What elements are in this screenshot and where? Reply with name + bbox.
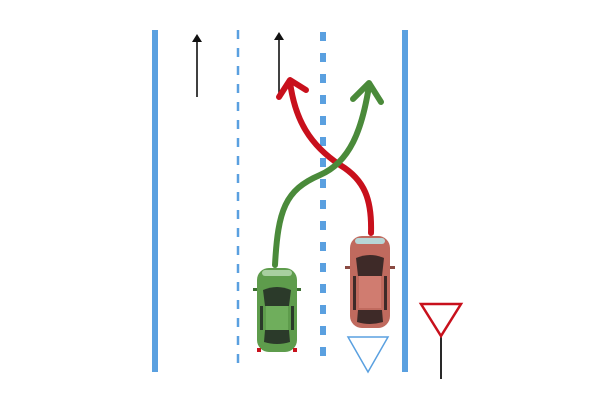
green-car-path-arrow	[272, 80, 384, 268]
yield-sign-icon	[418, 302, 464, 379]
green-car	[253, 268, 301, 352]
direction-arrow-icon	[274, 32, 284, 95]
direction-arrow-icon	[192, 34, 202, 97]
left-solid-lane-line	[152, 30, 158, 372]
right-solid-lane-line	[402, 30, 408, 372]
red-car	[345, 236, 395, 328]
yield-road-marking	[346, 336, 390, 374]
